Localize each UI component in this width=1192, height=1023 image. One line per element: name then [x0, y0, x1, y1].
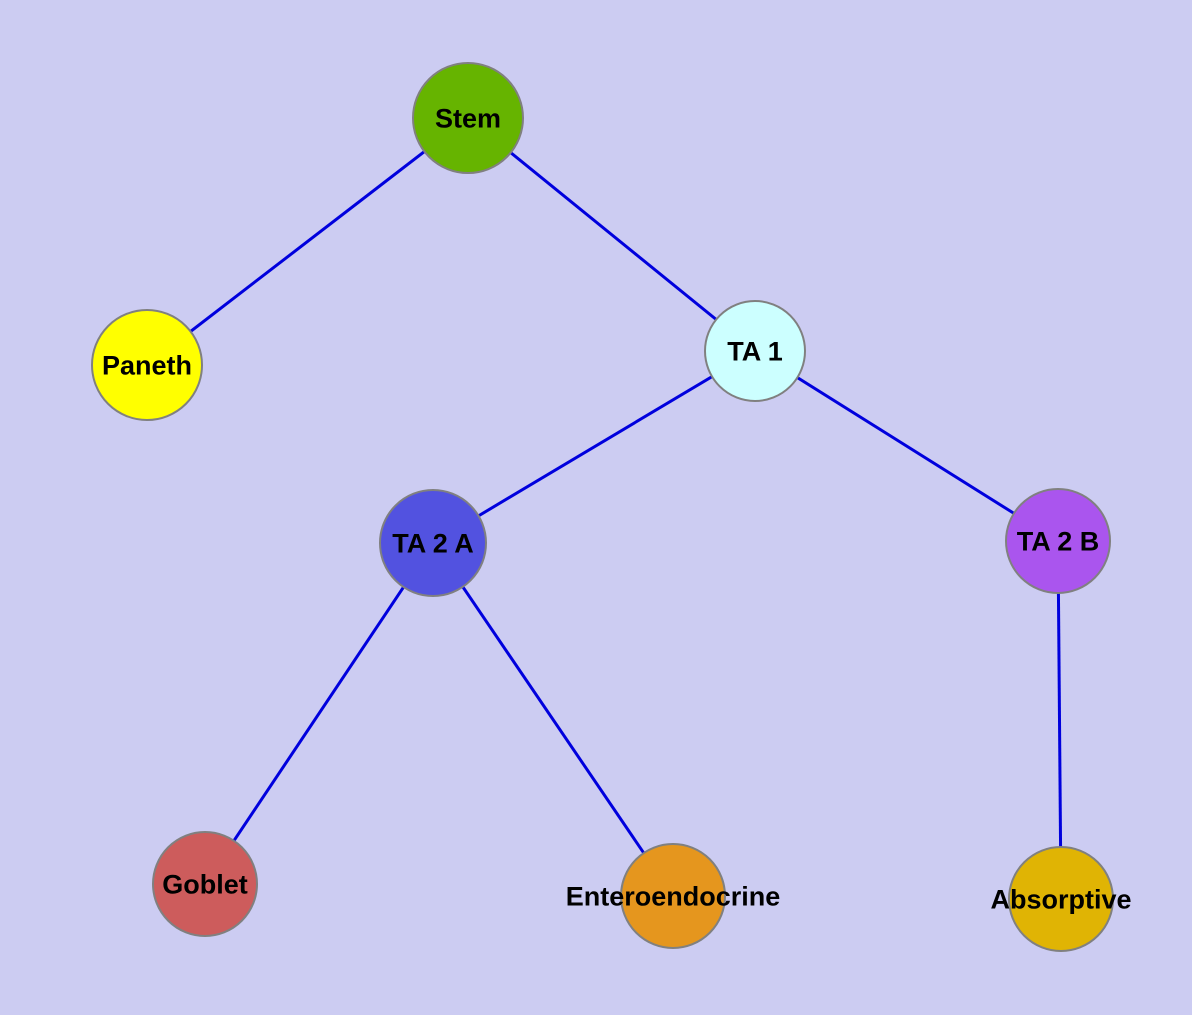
node-paneth[interactable]: Paneth	[91, 309, 203, 421]
node-circle-stem[interactable]	[412, 62, 524, 174]
node-ta2a[interactable]: TA 2 A	[379, 489, 487, 597]
node-circle-absorptive[interactable]	[1008, 846, 1114, 952]
node-enteroendocrine[interactable]: Enteroendocrine	[566, 843, 781, 949]
edge-ta2a-enteroendocrine	[431, 542, 675, 897]
edge-ta1-ta2b	[754, 349, 1059, 543]
node-circle-ta2b[interactable]	[1005, 488, 1111, 594]
edge-stem-ta1	[467, 116, 756, 353]
node-label-goblet: Goblet	[162, 870, 248, 900]
node-label-absorptive: Absorptive	[990, 885, 1131, 915]
node-absorptive[interactable]: Absorptive	[990, 846, 1132, 952]
node-label-stem: Stem	[435, 104, 501, 134]
node-ta2b[interactable]: TA 2 B	[1005, 488, 1111, 594]
node-ta1[interactable]: TA 1	[704, 300, 806, 402]
node-circle-paneth[interactable]	[91, 309, 203, 421]
edge-ta2a-goblet	[203, 542, 435, 885]
node-circle-goblet[interactable]	[152, 831, 258, 937]
node-circle-enteroendocrine[interactable]	[620, 843, 726, 949]
node-circle-ta2a[interactable]	[379, 489, 487, 597]
window-bottom-edge	[0, 1015, 1192, 1023]
node-goblet[interactable]: Goblet	[152, 831, 258, 937]
edge-ta1-ta2a	[432, 349, 756, 545]
node-label-ta2a: TA 2 A	[392, 529, 474, 559]
edge-stem-paneth	[146, 116, 469, 367]
node-label-ta1: TA 1	[727, 337, 783, 367]
node-label-ta2b: TA 2 B	[1017, 527, 1100, 557]
edge-ta2b-absorptive	[1056, 540, 1063, 900]
node-circle-ta1[interactable]	[704, 300, 806, 402]
node-stem[interactable]: Stem	[412, 62, 524, 174]
node-label-paneth: Paneth	[102, 351, 192, 381]
node-label-enteroendocrine: Enteroendocrine	[566, 882, 781, 912]
